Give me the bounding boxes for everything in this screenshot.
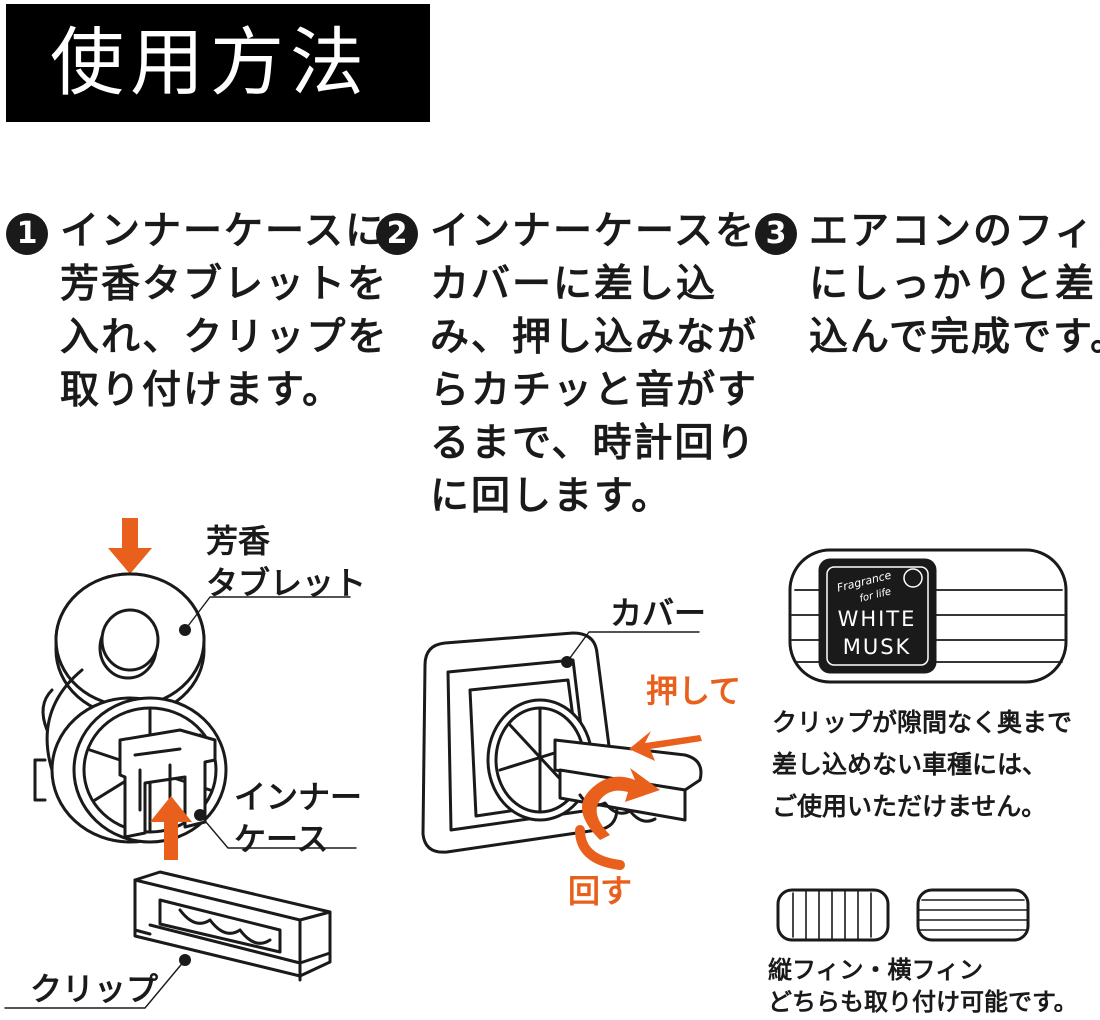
note-line: 差し込めない車種には、 [772, 750, 1048, 779]
step-line: 芳香タブレットを [60, 262, 389, 307]
step-line: カバーに差し込 [430, 262, 718, 307]
diagram-3-vent [776, 548, 1068, 942]
clip-label: クリップ [30, 970, 159, 1008]
note-line: クリップが隙間なく奥まで [772, 708, 1073, 737]
step-number: 3 [755, 213, 797, 255]
step-line: 入れ、クリップを [60, 315, 389, 360]
label-line: タブレット [206, 564, 367, 602]
note-line: 縦フィン・横フィン [768, 956, 984, 984]
arrow-down-icon [108, 518, 152, 574]
label-line: 芳香 [206, 522, 271, 560]
label-line: インナー [234, 778, 363, 816]
step-line: るまで、時計回り [430, 421, 757, 466]
step-line: み、押し込みなが [430, 315, 759, 360]
step-line: インナーケースに [60, 209, 387, 254]
diagram-2-cover [421, 631, 703, 870]
tablet-label: 芳香 タブレット [206, 520, 366, 604]
note-line: どちらも取り付け可能です。 [768, 988, 1078, 1016]
step-number: 1 [6, 213, 48, 255]
vertical-fin-sample [776, 888, 890, 942]
step-text: エアコンのフィン にしっかりと差し 込んで完成です。 [809, 205, 1100, 364]
push-label: 押して [646, 672, 742, 710]
product-label: Fragrance for life WHITE MUSK [836, 569, 917, 659]
callout-lines [4, 596, 357, 1009]
compatibility-warning: クリップが隙間なく奥まで 差し込めない車種には、 ご使用いただけません。 [772, 702, 1072, 828]
product-label-line: WHITE [838, 607, 917, 631]
fin-note: 縦フィン・横フィン どちらも取り付け可能です。 [768, 954, 1078, 1018]
step-line: らカチッと音がす [430, 368, 759, 413]
product-label-line: MUSK [843, 635, 912, 659]
page-title: 使用方法 [6, 4, 430, 122]
clip-illustration [133, 870, 332, 982]
turn-label: 回す [568, 872, 633, 910]
note-line: ご使用いただけません。 [772, 792, 1047, 821]
step-line: にしっかりと差し [809, 262, 1100, 307]
horizontal-fin-sample [916, 888, 1030, 942]
step-line: エアコンのフィン [809, 209, 1100, 254]
step-text: インナーケースを カバーに差し込 み、押し込みなが らカチッと音がす るまで、時… [430, 205, 758, 523]
label-line: ケース [234, 820, 329, 858]
arrow-up-icon [150, 796, 192, 860]
push-arrow-icon [629, 731, 702, 761]
step-line: インナーケースを [430, 209, 757, 254]
cover-label: カバー [610, 594, 707, 632]
step-line: 込んで完成です。 [809, 315, 1100, 360]
inner-case-label: インナー ケース [234, 776, 362, 860]
step-text: インナーケースに 芳香タブレットを 入れ、クリップを 取り付けます。 [60, 205, 388, 417]
step-line: に回します。 [430, 474, 673, 519]
step-line: 取り付けます。 [60, 368, 344, 413]
tablet-illustration [54, 572, 206, 718]
diagram-1-assembly [4, 518, 357, 1009]
step-number: 2 [376, 213, 418, 255]
rotate-arrow-icon [582, 768, 660, 840]
